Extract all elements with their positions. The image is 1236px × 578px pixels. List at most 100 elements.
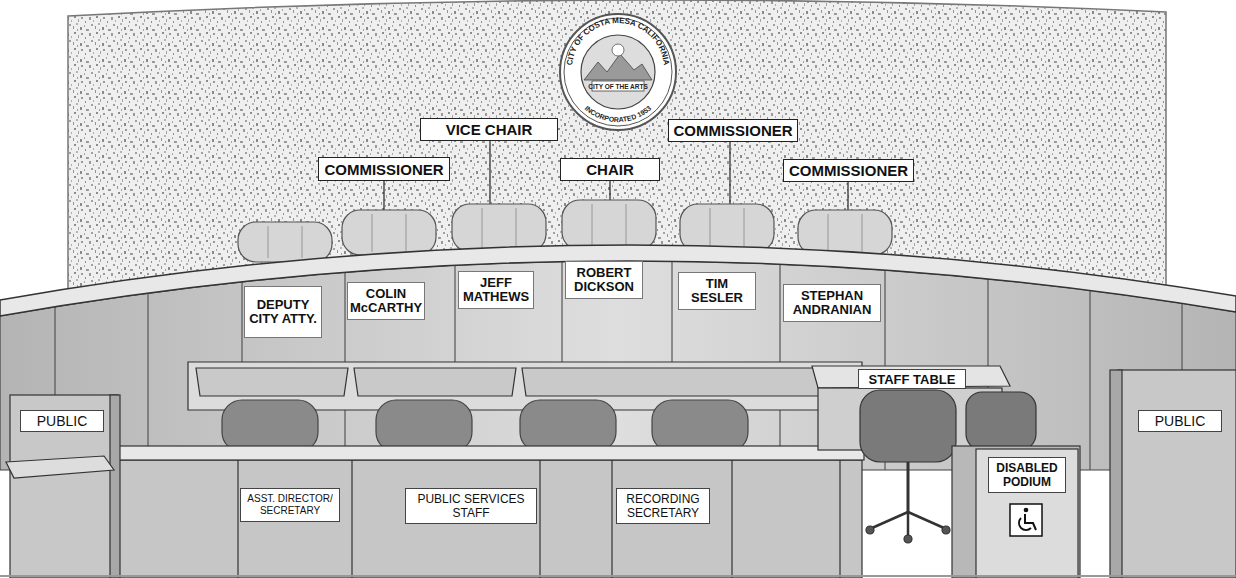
text-group: TIM SESLER: [680, 277, 754, 305]
dais-front: [0, 245, 1236, 316]
public-podium-right: [1118, 370, 1236, 578]
text-group: COMMISSIONER: [673, 122, 792, 139]
node-text: STEPHAN ANDRANIAN: [785, 289, 879, 317]
node-text: ASST. DIRECTOR/ SECRETARY: [244, 493, 336, 517]
chair-seams: [710, 208, 711, 250]
chair-seams: [744, 208, 745, 250]
chair-seams: [372, 214, 373, 252]
text-group: PUBLIC: [1155, 413, 1206, 429]
disabled-podium: [952, 446, 1080, 578]
node-text: DEPUTY CITY ATTY.: [246, 298, 320, 326]
text-group: ROBERT DICKSON: [567, 266, 641, 294]
text-group: ASST. DIRECTOR/ SECRETARY: [244, 493, 336, 517]
city-seal: [581, 35, 655, 109]
node-text: PUBLIC: [37, 413, 88, 429]
table-sign: STAFF TABLE: [858, 369, 966, 389]
node-text: COMMISSIONER: [789, 162, 908, 179]
seal-text: INCORPORATED 1953: [584, 104, 653, 123]
node-text: STAFF TABLE: [869, 372, 956, 387]
public-podium-right: [1110, 370, 1236, 578]
text-group: JEFF MATHEWS: [460, 276, 532, 304]
node-text: TIM SESLER: [680, 277, 754, 305]
chair-seams: [406, 214, 407, 252]
node-text: COMMISSIONER: [673, 122, 792, 139]
node-text: DISABLED PODIUM: [989, 461, 1065, 489]
role-label: CHAIR: [560, 158, 660, 181]
staff-table-chairs: [904, 535, 912, 543]
node-text: RECORDING SECRETARY: [620, 492, 706, 520]
staff-chairs: [222, 400, 318, 452]
wheelchair-symbol: [1019, 518, 1031, 530]
wheelchair-symbol: [1010, 504, 1042, 536]
staff-chairs: [222, 400, 748, 452]
dais-chairs: [342, 210, 436, 255]
chair-seams: [482, 208, 483, 250]
node-text: ROBERT DICKSON: [567, 266, 641, 294]
dais-chairs: [798, 210, 892, 255]
leader-lines: [729, 142, 730, 204]
seat-label: RECORDING SECRETARY: [616, 488, 710, 524]
staff-desk: [354, 368, 516, 396]
dais-chairs: [562, 200, 656, 250]
text-group: STAFF TABLE: [869, 372, 956, 387]
front-counter: [118, 446, 864, 460]
node-text: PUBLIC: [1155, 413, 1206, 429]
dais-front: [779, 200, 780, 470]
staff-table: [812, 366, 1010, 388]
text-group: PUBLIC: [37, 413, 88, 429]
floor-line: [0, 576, 1236, 577]
dais-front: [55, 200, 1182, 470]
seal-motto: CITY OF THE ARTS: [588, 83, 648, 90]
seat-label: ASST. DIRECTOR/ SECRETARY: [240, 488, 340, 522]
dais-front: [147, 200, 148, 470]
podium-sign: DISABLED PODIUM: [988, 457, 1066, 493]
dais-front: [0, 261, 1236, 470]
staff-table-chairs: [907, 462, 910, 512]
role-label: COMMISSIONER: [783, 159, 914, 182]
public-podium-left: [6, 395, 120, 578]
staff-chairs: [376, 400, 472, 452]
name-plate: JEFF MATHEWS: [458, 271, 534, 309]
wheelchair-symbol: [1010, 504, 1042, 536]
dais-front: [1089, 200, 1090, 470]
staff-table-chairs: [866, 526, 874, 534]
name-plate: STEPHAN ANDRANIAN: [783, 284, 881, 322]
text-group: VICE CHAIR: [446, 121, 533, 138]
chair-seams: [626, 204, 627, 248]
text-group: STEPHAN ANDRANIAN: [785, 289, 879, 317]
text-group: COLIN McCARTHY: [349, 287, 423, 315]
city-seal: [584, 54, 652, 80]
text-group: CHAIR: [586, 161, 634, 178]
staff-desk: [522, 368, 854, 396]
text-group: PUBLIC SERVICES STAFF: [409, 492, 533, 520]
name-plate: ROBERT DICKSON: [565, 261, 643, 299]
front-counter: [611, 460, 612, 578]
seal-text: CITY OF COSTA MESA CALIFORNIA: [565, 16, 671, 66]
staff-table-chairs: [872, 512, 908, 528]
staff-desk: [196, 368, 348, 396]
front-counter: [731, 460, 732, 578]
front-counter: [237, 460, 238, 578]
dais-chairs: [680, 204, 774, 252]
node-text: PUBLIC SERVICES STAFF: [409, 492, 533, 520]
seat-label: PUBLIC SERVICES STAFF: [405, 488, 537, 524]
dais-chairs: [452, 204, 546, 252]
wheelchair-symbol: [1024, 508, 1029, 513]
staff-chairs: [652, 400, 748, 452]
name-plate: COLIN McCARTHY: [347, 282, 425, 320]
staff-table-chairs: [908, 512, 944, 528]
city-seal: [612, 44, 624, 56]
seal-text: INCORPORATED 1953: [584, 104, 653, 123]
dais-front: [344, 200, 345, 470]
disabled-podium: [952, 446, 1080, 578]
chair-seams: [302, 226, 303, 258]
text-group: RECORDING SECRETARY: [620, 492, 706, 520]
chair-seams: [592, 204, 593, 248]
text-group: COMMISSIONER: [324, 161, 443, 178]
staff-table-chairs: [942, 526, 950, 534]
public-sign: PUBLIC: [20, 410, 104, 432]
text-group: DISABLED PODIUM: [989, 461, 1065, 489]
seal-text-layer: CITY OF COSTA MESA CALIFORNIA INCORPORATE…: [565, 16, 671, 123]
staff-chairs: [520, 400, 616, 452]
